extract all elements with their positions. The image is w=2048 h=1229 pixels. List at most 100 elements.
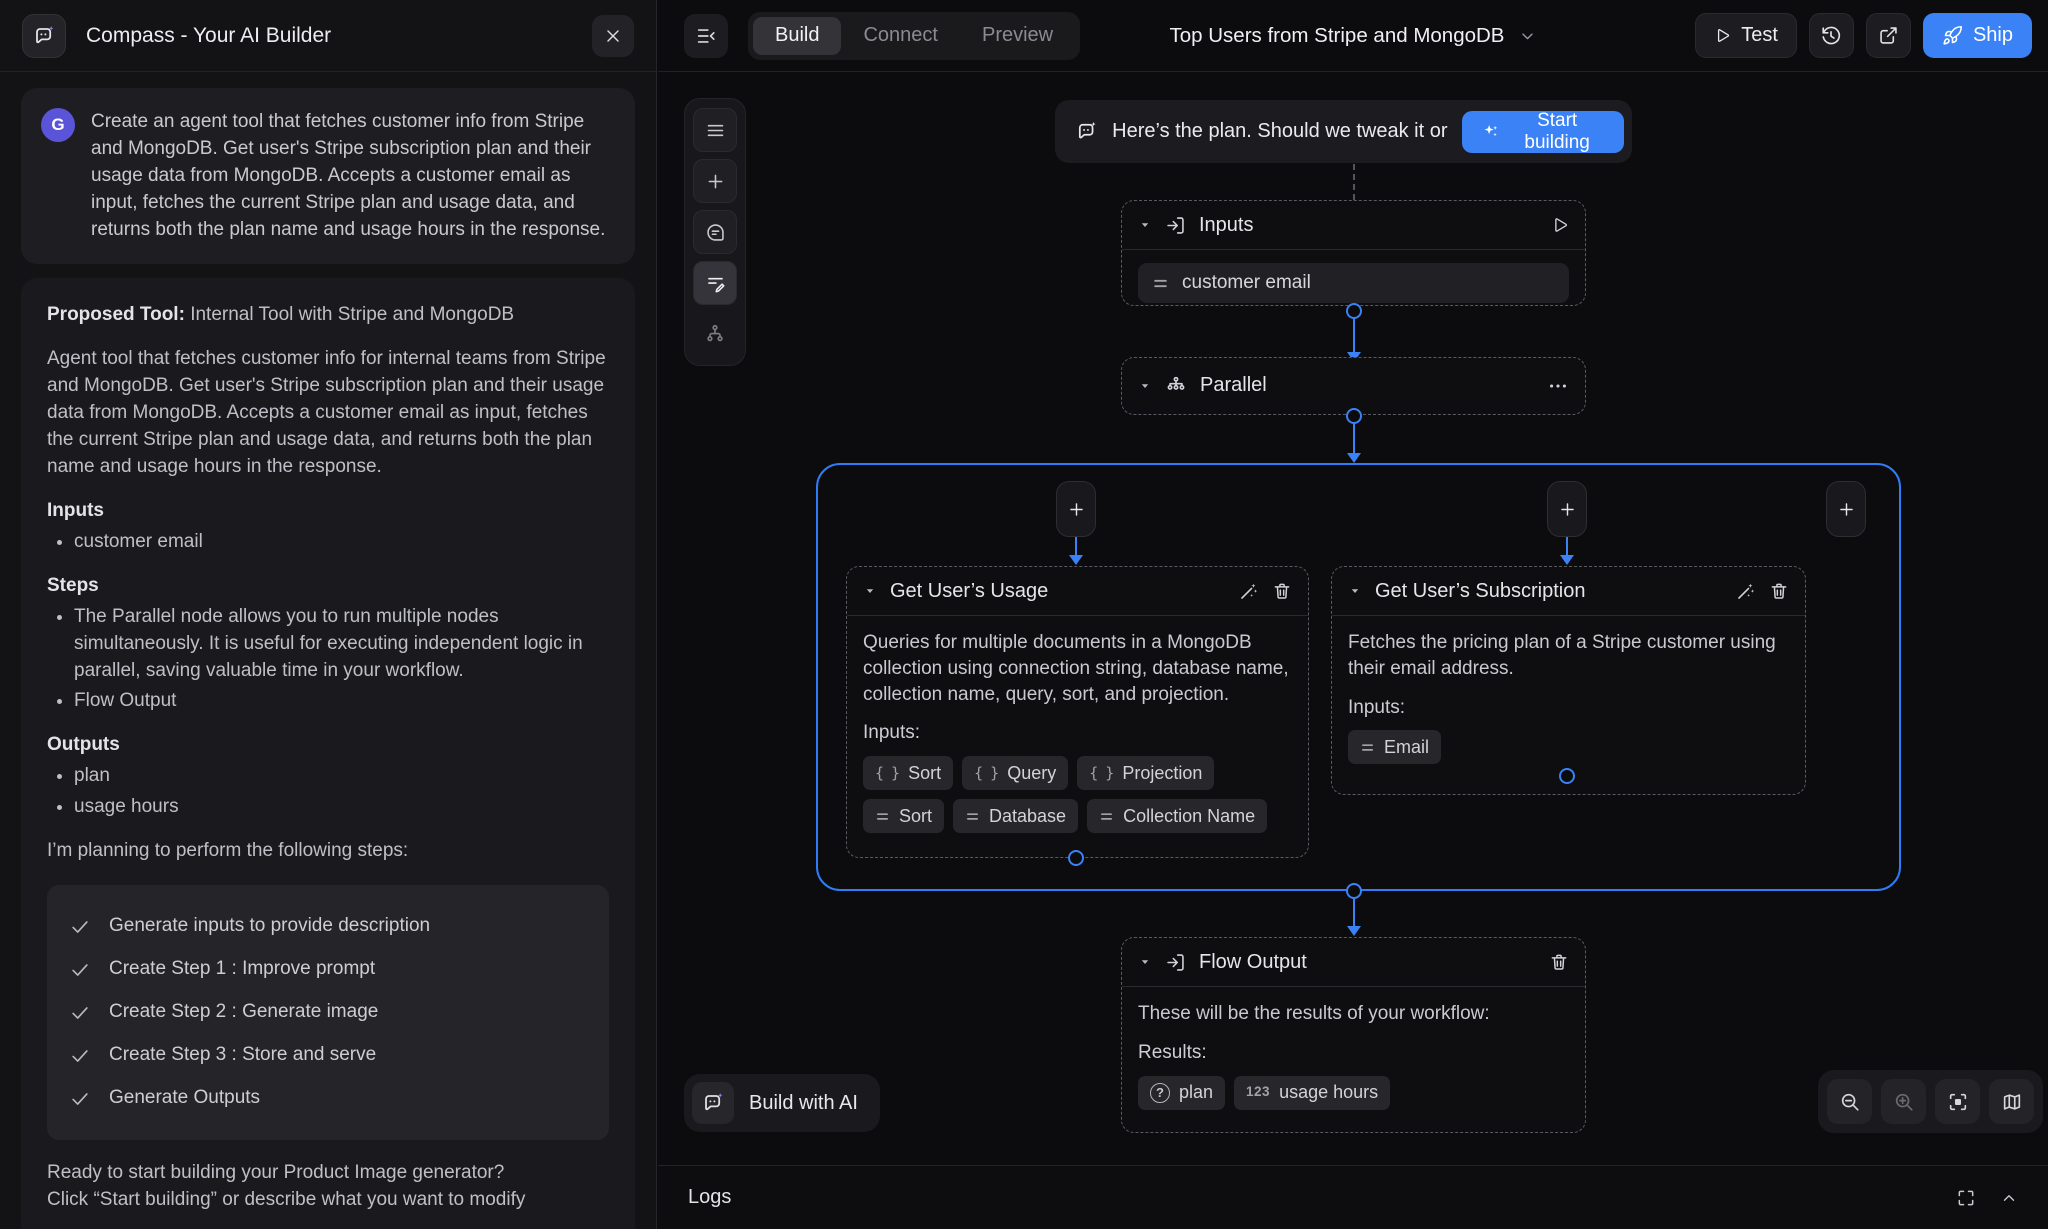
toolbar-actions: Test xyxy=(1695,13,2032,58)
comments-button[interactable] xyxy=(693,210,737,254)
divider xyxy=(847,615,1308,616)
chip-database[interactable]: Database xyxy=(953,799,1079,834)
user-message: G Create an agent tool that fetches cust… xyxy=(21,88,635,264)
zoom-out-button[interactable] xyxy=(1827,1079,1872,1124)
history-button[interactable] xyxy=(1808,13,1854,58)
zoom-in-button[interactable] xyxy=(1881,1079,1926,1124)
node-parallel[interactable]: Parallel xyxy=(1121,357,1586,415)
checklist-item: Create Step 3 : Store and serve xyxy=(69,1034,587,1077)
chip-collection-name[interactable]: Collection Name xyxy=(1087,799,1268,834)
history-icon xyxy=(1822,26,1841,44)
minimap-button[interactable] xyxy=(1989,1079,2034,1124)
tab-build[interactable]: Build xyxy=(753,16,842,55)
caret-down-icon[interactable] xyxy=(1138,379,1152,393)
collapse-panel-button[interactable] xyxy=(684,13,728,58)
close-panel-button[interactable] xyxy=(592,14,634,57)
build-with-ai-button[interactable]: Build with AI xyxy=(684,1074,880,1132)
list-item: plan xyxy=(74,763,609,790)
plan-checklist: Generate inputs to provide description C… xyxy=(47,885,609,1141)
magic-wand-icon[interactable] xyxy=(1238,581,1259,602)
caret-down-icon[interactable] xyxy=(1348,584,1362,598)
compass-logo-button[interactable] xyxy=(22,13,66,58)
add-branch-node-button[interactable] xyxy=(1547,481,1587,537)
fit-view-button[interactable] xyxy=(1935,1079,1980,1124)
variable-icon xyxy=(1360,740,1375,755)
trash-icon[interactable] xyxy=(1549,952,1569,972)
input-field-customer-email[interactable]: customer email xyxy=(1138,263,1569,303)
chip-query[interactable]: Query xyxy=(962,756,1069,791)
node-title: Parallel xyxy=(1200,374,1267,396)
workflow-tree-button[interactable] xyxy=(693,312,737,356)
plus-icon xyxy=(1069,502,1083,516)
inputs-label: Inputs: xyxy=(1348,696,1406,718)
flow-title: Top Users from Stripe and MongoDB xyxy=(1169,24,1505,47)
chip-email[interactable]: Email xyxy=(1348,730,1442,765)
menu-button[interactable] xyxy=(693,108,737,152)
test-button[interactable]: Test xyxy=(1695,13,1797,58)
node-inputs[interactable]: Inputs customer email xyxy=(1121,200,1586,306)
trash-icon[interactable] xyxy=(1769,581,1789,601)
chip-sort[interactable]: Sort xyxy=(863,756,954,791)
list-item: customer email xyxy=(74,529,609,556)
chip-projection[interactable]: Projection xyxy=(1077,756,1215,791)
add-node-button[interactable] xyxy=(693,159,737,203)
list-item: Flow Output xyxy=(74,688,609,715)
chip-plan[interactable]: plan xyxy=(1138,1075,1226,1110)
zoom-toolbar xyxy=(1818,1070,2043,1133)
tab-connect[interactable]: Connect xyxy=(863,24,938,46)
output-icon xyxy=(1167,953,1184,971)
list-item: usage hours xyxy=(74,794,609,821)
caret-down-icon[interactable] xyxy=(863,584,877,598)
sparkles-icon xyxy=(1484,124,1497,137)
node-description: These will be the results of your workfl… xyxy=(1138,1003,1490,1024)
chevron-up-icon[interactable] xyxy=(2000,1189,2018,1207)
node-flow-output[interactable]: Flow Output These will be the results of… xyxy=(1121,937,1586,1133)
chat-sparkle-icon xyxy=(692,1082,734,1124)
expand-logs-icon[interactable] xyxy=(1956,1188,1976,1208)
canvas-toolbar: Build Connect Preview Top Users from Str… xyxy=(658,0,2048,72)
banner-start-building-button[interactable]: Start building xyxy=(1461,110,1624,153)
add-branch-node-button[interactable] xyxy=(1056,481,1096,537)
caret-down-icon[interactable] xyxy=(1138,955,1152,969)
group-output-port[interactable] xyxy=(1346,883,1362,899)
magic-wand-icon[interactable] xyxy=(1735,581,1756,602)
ai-builder-panel: Compass - Your AI Builder G Create an ag… xyxy=(0,0,657,1229)
tab-preview[interactable]: Preview xyxy=(981,24,1054,46)
inputs-output-port[interactable] xyxy=(1346,303,1362,319)
list-item: The Parallel node allows you to run mult… xyxy=(74,604,609,685)
node-description: Fetches the pricing plan of a Stripe cus… xyxy=(1348,632,1776,679)
ready-text: Ready to start building your Product Ima… xyxy=(47,1162,526,1211)
more-options-icon[interactable] xyxy=(1547,375,1569,397)
share-button[interactable] xyxy=(1865,13,1911,58)
input-icon xyxy=(1167,216,1184,234)
tree-icon xyxy=(707,324,723,342)
node-get-users-usage[interactable]: Get User’s Usage Queries for multiple do… xyxy=(846,566,1309,858)
variable-icon xyxy=(875,809,890,824)
node-header: Inputs xyxy=(1122,201,1585,249)
node-title: Get User’s Subscription xyxy=(1375,579,1586,602)
inputs-list: customer email xyxy=(74,529,609,556)
node-get-users-subscription[interactable]: Get User’s Subscription Fetches the pric… xyxy=(1331,566,1806,795)
parallel-output-port[interactable] xyxy=(1346,408,1362,424)
ship-button[interactable]: Ship xyxy=(1922,13,2032,58)
canvas-side-toolbar xyxy=(684,98,746,366)
steps-heading: Steps xyxy=(47,574,99,596)
chip-sort-2[interactable]: Sort xyxy=(863,799,945,834)
results-label: Results: xyxy=(1138,1041,1207,1063)
trash-icon[interactable] xyxy=(1272,581,1292,601)
logs-bar[interactable]: Logs xyxy=(658,1165,2048,1229)
flow-title-dropdown[interactable]: Top Users from Stripe and MongoDB xyxy=(1170,0,1537,72)
collapse-panel-icon xyxy=(697,28,715,43)
run-node-icon[interactable] xyxy=(1551,216,1569,234)
node-description: Queries for multiple documents in a Mong… xyxy=(863,632,1289,705)
connector-line xyxy=(1075,537,1078,556)
chip-usage-hours[interactable]: usage hours xyxy=(1234,1075,1391,1110)
assistant-message: Proposed Tool: Internal Tool with Stripe… xyxy=(21,277,635,1229)
usage-output-port[interactable] xyxy=(1068,850,1084,866)
subscription-output-port[interactable] xyxy=(1559,768,1575,784)
notes-edit-icon xyxy=(707,277,725,292)
caret-down-icon[interactable] xyxy=(1138,218,1152,232)
add-branch-button[interactable] xyxy=(1826,481,1866,537)
notes-button[interactable] xyxy=(693,261,737,305)
node-header: Parallel xyxy=(1122,358,1585,413)
